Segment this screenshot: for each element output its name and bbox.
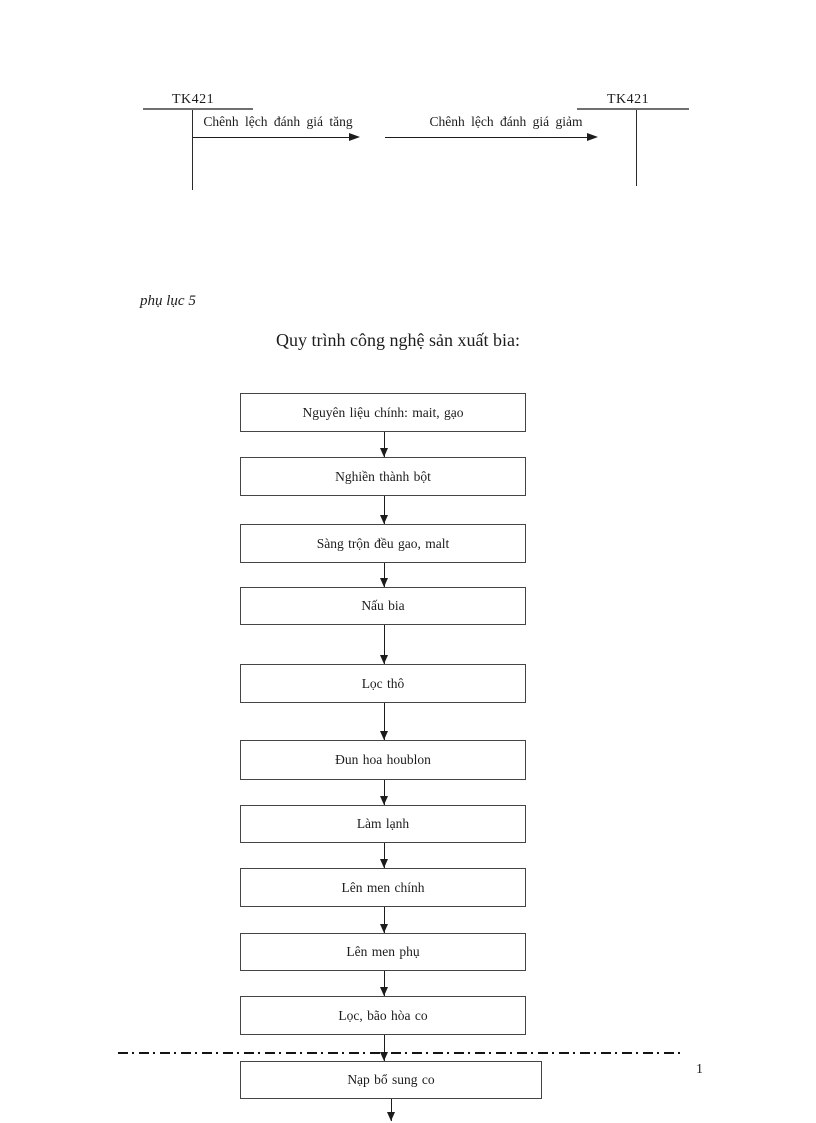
down-arrow	[380, 625, 388, 664]
down-arrow	[380, 1035, 388, 1061]
down-arrow	[380, 971, 388, 996]
down-arrow	[380, 563, 388, 587]
page-number: 1	[696, 1062, 703, 1077]
t-account-right-stem	[636, 110, 637, 186]
flow-step-cooling: Làm lạnh	[240, 805, 526, 843]
t-account-left-stem	[192, 110, 193, 190]
t-account-left-title: TK421	[172, 92, 215, 107]
flow-step-milling: Nghiền thành bột	[240, 457, 526, 496]
down-arrow	[387, 1099, 395, 1121]
down-arrow	[380, 843, 388, 868]
increase-arrow-label: Chênh lệch đánh giá tăng	[203, 114, 353, 129]
flow-step-hops-boil: Đun hoa houblon	[240, 740, 526, 780]
flow-step-coarse-filter: Lọc thô	[240, 664, 526, 703]
appendix-label: phụ lục 5	[140, 293, 196, 309]
flowchart-title: Quy trình công nghệ sản xuất bia:	[276, 330, 520, 350]
down-arrow	[380, 780, 388, 805]
flow-step-brewing: Nấu bia	[240, 587, 526, 625]
t-account-left-rule	[143, 108, 253, 110]
t-account-right-rule	[577, 108, 689, 110]
down-arrow	[380, 703, 388, 740]
down-arrow	[380, 496, 388, 524]
down-arrow	[380, 432, 388, 457]
down-arrow	[380, 907, 388, 933]
flow-step-primary-fermentation: Lên men chính	[240, 868, 526, 907]
flow-step-filter-saturate: Lọc, bão hòa co	[240, 996, 526, 1035]
flow-step-mixing: Sàng trộn đều gao, malt	[240, 524, 526, 563]
increase-arrow	[193, 133, 360, 141]
decrease-arrow-label: Chênh lệch đánh giá giảm	[429, 114, 583, 129]
flow-step-secondary-fermentation: Lên men phụ	[240, 933, 526, 971]
decrease-arrow	[385, 133, 598, 141]
flow-step-raw-materials: Nguyên liệu chính: mait, gạo	[240, 393, 526, 432]
flow-step-co2-top-up: Nạp bổ sung co	[240, 1061, 542, 1099]
page-break-dashdot-line	[118, 1052, 685, 1054]
t-account-right-title: TK421	[607, 92, 650, 107]
